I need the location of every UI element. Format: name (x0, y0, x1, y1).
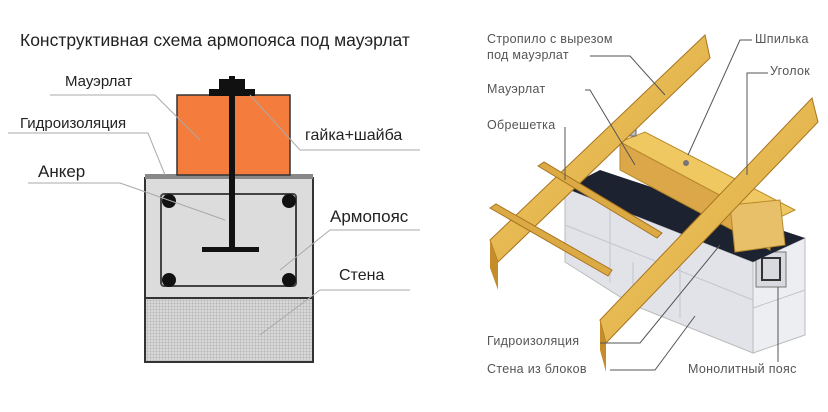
label-angle: Уголок (770, 64, 810, 78)
rebar (162, 194, 176, 208)
left-leader-lines (8, 94, 420, 336)
right-isometric-diagram (489, 34, 819, 372)
anchor-rod (229, 76, 235, 248)
label-stud: Шпилька (755, 32, 809, 46)
label-rafter-line2: под мауэрлат (487, 48, 569, 62)
label-reinforced-belt: Армопояс (330, 207, 409, 226)
stud (683, 160, 689, 166)
batten (489, 203, 613, 277)
rafter (489, 34, 711, 263)
wall-block (144, 297, 314, 363)
left-section-diagram (8, 76, 420, 363)
label-nut-washer: гайка+шайба (305, 127, 403, 144)
batten (537, 161, 663, 239)
anchor-plate (202, 247, 259, 252)
label-wall: Стена (339, 267, 385, 284)
label-anchor: Анкер (38, 162, 86, 181)
rebar-cage (160, 193, 297, 287)
rebar (162, 273, 176, 287)
rebar (282, 273, 296, 287)
label-waterproofing-right: Гидроизоляция (487, 334, 580, 348)
right-leader-lines (564, 39, 779, 371)
label-rafter-line1: Стропило с вырезом (487, 32, 613, 46)
label-lathing: Обрешетка (487, 118, 556, 132)
label-block-wall: Стена из блоков (487, 362, 587, 376)
label-monolithic-belt: Монолитный пояс (688, 362, 797, 376)
label-mauerlat: Мауэрлат (65, 73, 133, 90)
rebar (282, 194, 296, 208)
label-waterproofing: Гидроизоляция (20, 115, 127, 132)
label-mauerlat-right: Мауэрлат (487, 82, 546, 96)
left-diagram-title: Конструктивная схема армопояса под мауэр… (20, 30, 410, 50)
mauerlat-end (729, 199, 786, 253)
